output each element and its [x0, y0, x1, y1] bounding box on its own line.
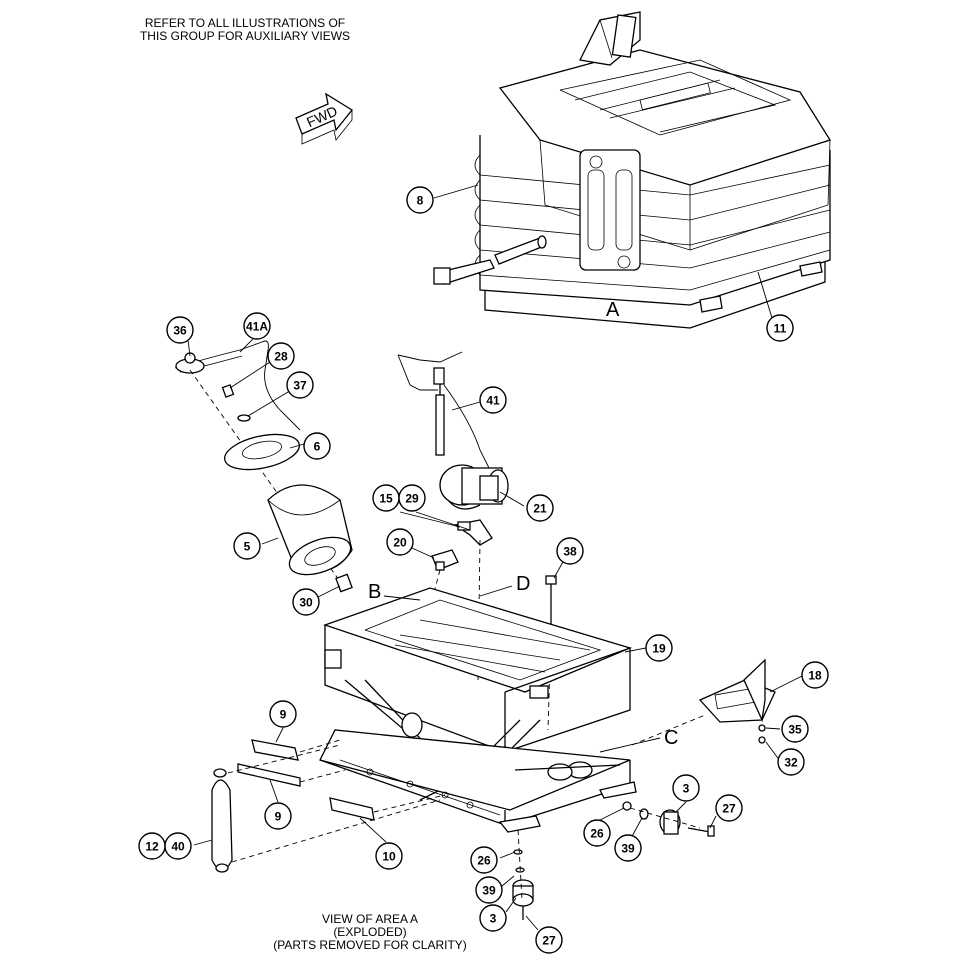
callout-8: 8 — [406, 186, 434, 214]
callout-30: 30 — [292, 588, 320, 616]
callout-29: 29 — [398, 484, 426, 512]
header-note: REFER TO ALL ILLUSTRATIONS OF THIS GROUP… — [120, 17, 370, 43]
callout-label: 19 — [652, 642, 666, 656]
callout-11: 11 — [766, 314, 794, 342]
area-label-c: C — [664, 727, 678, 749]
callout-label: 39 — [621, 842, 635, 856]
callout-3: 3 — [672, 774, 700, 802]
callout-label: 8 — [417, 194, 424, 208]
mount-hardware-group — [512, 801, 715, 920]
header-note-line-2: THIS GROUP FOR AUXILIARY VIEWS — [139, 29, 351, 43]
callout-label: 26 — [477, 854, 491, 868]
callout-label: 26 — [590, 827, 604, 841]
callout-9: 9 — [269, 700, 297, 728]
callout-label: 20 — [393, 536, 407, 550]
callout-32: 32 — [777, 748, 805, 776]
callout-12: 12 — [138, 832, 166, 860]
callout-21: 21 — [526, 494, 554, 522]
shock-absorber-group — [174, 340, 353, 593]
forward-arrow-label: FWD — [304, 103, 340, 131]
callout-label: 28 — [274, 350, 288, 364]
callout-label: 15 — [379, 492, 393, 506]
lower-frame-assembly: B C D — [319, 573, 678, 833]
callout-39: 39 — [475, 876, 503, 904]
callout-9: 9 — [264, 802, 292, 830]
callout-label: 18 — [808, 669, 822, 683]
callout-3: 3 — [479, 904, 507, 932]
callout-label: 5 — [244, 540, 251, 554]
footer-note-line-2: (EXPLODED) — [333, 925, 407, 939]
valve-switch-group — [397, 351, 557, 731]
header-note-line-1: REFER TO ALL ILLUSTRATIONS OF — [144, 16, 346, 30]
callout-label: 10 — [382, 850, 396, 864]
callout-26: 26 — [583, 819, 611, 847]
callout-18: 18 — [801, 661, 829, 689]
callout-39: 39 — [614, 834, 642, 862]
forward-arrow-icon: FWD — [295, 92, 353, 145]
callout-label: 27 — [722, 802, 736, 816]
callout-label: 39 — [482, 884, 496, 898]
callout-label: 21 — [533, 502, 547, 516]
footer-note: VIEW OF AREA A (EXPLODED) (PARTS REMOVED… — [250, 913, 490, 952]
callout-35: 35 — [781, 715, 809, 743]
bracket-group — [211, 739, 446, 873]
callout-6: 6 — [303, 432, 331, 460]
footer-note-line-3: (PARTS REMOVED FOR CLARITY) — [273, 938, 467, 952]
callout-bubbles: 8 11 36 41A 28 37 6 5 30 41 15 29 21 20 38 19 18 35 32 9 9 10… — [138, 186, 829, 954]
footer-note-line-1: VIEW OF AREA A — [321, 912, 419, 926]
callout-41: 41 — [479, 386, 507, 414]
callout-15: 15 — [372, 484, 400, 512]
callout-label: 9 — [280, 708, 287, 722]
callout-36: 36 — [166, 316, 194, 344]
callout-40: 40 — [164, 832, 192, 860]
callout-label: 9 — [275, 810, 282, 824]
callout-label: 37 — [293, 379, 307, 393]
callout-5: 5 — [233, 532, 261, 560]
callout-label: 30 — [299, 596, 313, 610]
callout-28: 28 — [267, 342, 295, 370]
callout-41A: 41A — [243, 312, 271, 340]
callout-label: 41 — [486, 394, 500, 408]
callout-label: 27 — [542, 934, 556, 948]
callout-26: 26 — [470, 846, 498, 874]
callout-20: 20 — [386, 528, 414, 556]
callout-label: 3 — [683, 782, 690, 796]
callout-label: 35 — [788, 723, 802, 737]
controller-module — [631, 658, 776, 746]
callout-label: 41A — [246, 320, 268, 334]
callout-27: 27 — [715, 794, 743, 822]
callout-19: 19 — [645, 634, 673, 662]
callout-label: 6 — [314, 440, 321, 454]
callout-label: 36 — [173, 324, 187, 338]
callout-label: 40 — [171, 840, 185, 854]
area-label-d: D — [516, 573, 530, 595]
callout-label: 12 — [145, 840, 159, 854]
callout-label: 38 — [563, 545, 577, 559]
callout-label: 11 — [774, 322, 787, 336]
callout-27: 27 — [535, 926, 563, 954]
callout-38: 38 — [556, 537, 584, 565]
area-label-a: A — [606, 299, 620, 321]
callout-label: 29 — [405, 492, 419, 506]
callout-label: 32 — [784, 756, 798, 770]
area-label-b: B — [368, 581, 381, 603]
callout-37: 37 — [286, 371, 314, 399]
callout-10: 10 — [375, 842, 403, 870]
seat-suspension-assembly: A — [433, 11, 831, 329]
callout-label: 3 — [490, 912, 497, 926]
